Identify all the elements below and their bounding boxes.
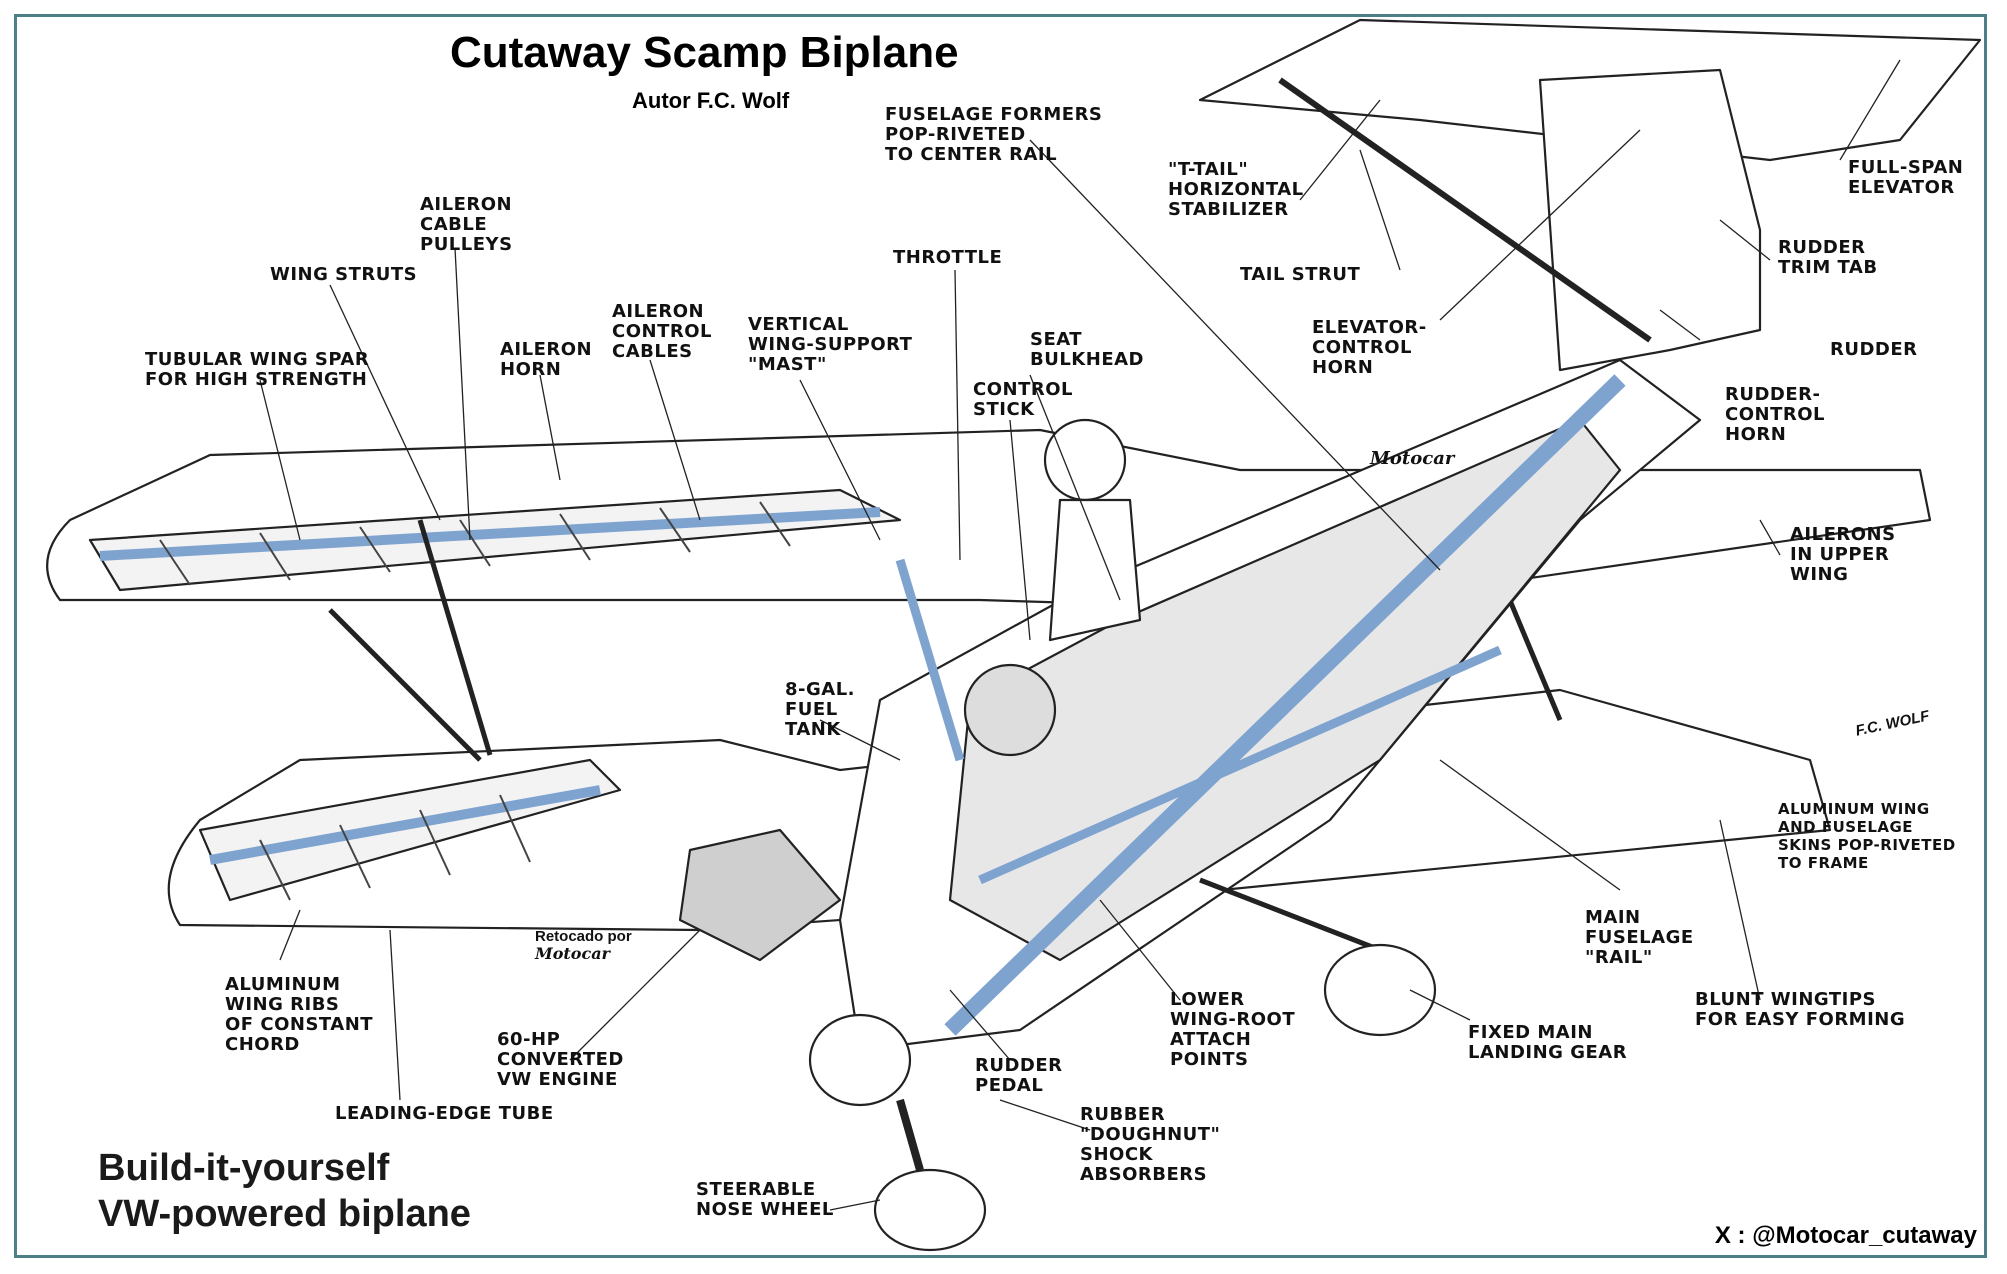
label-main-fuselage-rail: MAIN FUSELAGE "RAIL" (1585, 907, 1694, 968)
nose-wheel-fairing (873, 1168, 987, 1252)
label-aileron-horn: AILERON HORN (500, 339, 593, 380)
label-aileron-cable-pulleys: AILERON CABLE PULLEYS (420, 194, 513, 255)
label-tail-strut: TAIL STRUT (1240, 264, 1361, 285)
label-vw-engine: 60-HP CONVERTED VW ENGINE (497, 1029, 624, 1090)
wing-strut-2 (328, 608, 482, 762)
nose-strut (896, 1098, 924, 1172)
fuselage-frame-interior (948, 418, 1622, 962)
slogan: Build-it-yourself VW-powered biplane (98, 1147, 471, 1235)
label-throttle: THROTTLE (893, 247, 1003, 268)
label-seat-bulkhead: SEAT BULKHEAD (1030, 329, 1144, 370)
social-handle: X : @Motocar_cutaway (1714, 1222, 1977, 1249)
label-full-span-elevator: FULL-SPAN ELEVATOR (1848, 157, 1964, 198)
label-leading-edge-tube: LEADING-EDGE TUBE (335, 1103, 554, 1124)
main-wheel-fairing (1323, 943, 1437, 1037)
label-steerable-nose-wheel: STEERABLE NOSE WHEEL (696, 1179, 834, 1220)
upper-wing-interior (88, 488, 902, 592)
label-elevator-control-horn: ELEVATOR- CONTROL HORN (1312, 317, 1427, 378)
label-rubber-doughnut: RUBBER "DOUGHNUT" SHOCK ABSORBERS (1080, 1104, 1221, 1185)
label-control-stick: CONTROL STICK (973, 379, 1073, 420)
main-fuselage-rail (944, 374, 1626, 1036)
label-vertical-wing-support: VERTICAL WING-SUPPORT "MAST" (748, 314, 913, 375)
main-gear-leg (1199, 877, 1381, 953)
nose-wheel-upper-fairing (808, 1013, 912, 1107)
fuselage-signature: Motocar (1370, 448, 1455, 469)
wing-strut-1 (417, 519, 493, 756)
border-frame (14, 14, 1987, 1258)
label-rudder-control-horn: RUDDER- CONTROL HORN (1725, 384, 1825, 445)
label-t-tail: "T-TAIL" HORIZONTAL STABILIZER (1168, 159, 1304, 220)
engine-block (678, 828, 842, 962)
label-tubular-wing-spar: TUBULAR WING SPAR FOR HIGH STRENGTH (145, 349, 370, 390)
label-fixed-main-gear: FIXED MAIN LANDING GEAR (1468, 1022, 1628, 1063)
label-aluminum-wing-ribs: ALUMINUM WING RIBS OF CONSTANT CHORD (225, 974, 374, 1055)
tail-strut (1278, 77, 1652, 343)
label-rudder-pedal: RUDDER PEDAL (975, 1055, 1063, 1096)
label-rudder-trim-tab: RUDDER TRIM TAB (1778, 237, 1878, 278)
lower-wing-interior (198, 758, 622, 902)
pilot-helmet (1043, 418, 1127, 502)
lower-wing-spar (209, 785, 601, 865)
label-aluminum-wing-skins: ALUMINUM WING AND FUSELAGE SKINS POP-RIV… (1778, 800, 1956, 872)
propeller-hub (963, 663, 1057, 757)
label-rudder: RUDDER (1830, 339, 1918, 360)
label-aileron-control-cables: AILERON CONTROL CABLES (612, 301, 712, 362)
retouch-signature: Motocar (535, 944, 610, 963)
retouch-credit: Retocado por (535, 928, 632, 945)
label-blunt-wingtips: BLUNT WINGTIPS FOR EASY FORMING (1695, 989, 1906, 1030)
label-ailerons-upper-wing: AILERONS IN UPPER WING (1790, 524, 1896, 585)
label-lower-wing-root: LOWER WING-ROOT ATTACH POINTS (1170, 989, 1296, 1070)
pilot-body (1048, 498, 1142, 642)
vertical-fin (1538, 68, 1762, 372)
label-wing-struts: WING STRUTS (270, 264, 418, 285)
label-fuselage-formers: FUSELAGE FORMERS POP-RIVETED TO CENTER R… (885, 104, 1103, 165)
diagram-title: Cutaway Scamp Biplane (450, 28, 959, 77)
upper-wing-spar (99, 507, 881, 561)
diagram-author: Autor F.C. Wolf (632, 88, 790, 113)
label-fuel-tank: 8-GAL. FUEL TANK (785, 679, 856, 740)
